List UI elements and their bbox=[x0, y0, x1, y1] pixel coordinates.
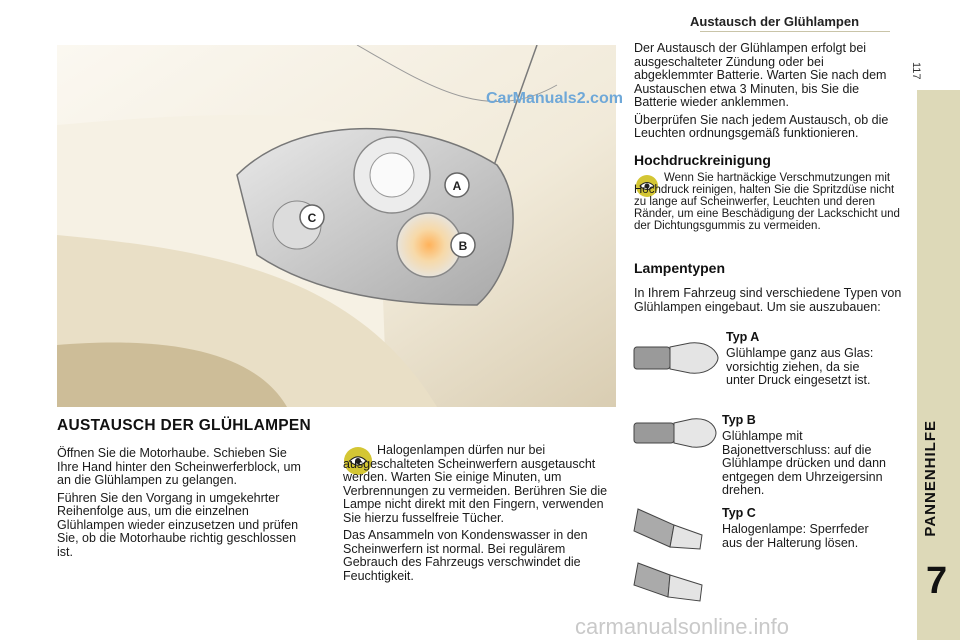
type-a-title: Typ A bbox=[726, 330, 760, 344]
label-a: A bbox=[453, 179, 462, 193]
lampentypen-heading: Lampentypen bbox=[634, 260, 726, 276]
main-right-col: Halogenlampen dürfen nur bei ausgeschalt… bbox=[343, 443, 609, 583]
main-left-col: Öffnen Sie die Motorhaube. Schieben Sie … bbox=[57, 446, 307, 559]
type-a-text: Glühlampe ganz aus Glas: vorsichtig zieh… bbox=[726, 346, 874, 387]
watermark-top: CarManuals2.com bbox=[486, 90, 623, 107]
intro-p1: Der Austausch der Glühlampen erfolgt bei… bbox=[634, 41, 887, 109]
chapter-sidebar bbox=[917, 90, 960, 640]
label-b: B bbox=[459, 239, 468, 253]
main-warn: Halogenlampen dürfen nur bei ausgeschalt… bbox=[343, 443, 608, 525]
main-p3: Das Ansammeln von Kondenswasser in den S… bbox=[343, 528, 588, 583]
eye-icon bbox=[636, 175, 658, 197]
type-b-title: Typ B bbox=[722, 413, 756, 427]
headlight-illustration: A B C bbox=[57, 45, 616, 407]
bulb-type-c-icon bbox=[633, 508, 703, 602]
intro-text: Der Austausch der Glühlampen erfolgt bei… bbox=[634, 41, 904, 141]
type-b-text: Glühlampe mit Bajonettverschluss: auf di… bbox=[722, 429, 887, 497]
hochdruck-heading: Hochdruckreinigung bbox=[634, 152, 771, 168]
label-c: C bbox=[308, 211, 317, 225]
warning-eye-icon bbox=[344, 447, 372, 475]
watermark-footer: carmanualsonline.info bbox=[575, 614, 790, 639]
intro-p2: Überprüfen Sie nach jedem Austausch, ob … bbox=[634, 112, 889, 140]
page-number: 117 bbox=[910, 62, 922, 80]
section-label: PANNENHILFE bbox=[922, 420, 939, 537]
page-header-title: Austausch der Glühlampen bbox=[690, 14, 860, 29]
type-c-text: Halogenlampe: Sperrfeder aus der Halteru… bbox=[722, 522, 869, 550]
main-heading: AUSTAUSCH DER GLÜHLAMPEN bbox=[57, 417, 312, 434]
header-rule bbox=[700, 31, 890, 32]
chapter-number: 7 bbox=[926, 560, 948, 602]
bulb-type-a-icon bbox=[633, 342, 719, 374]
bulb-type-b-icon bbox=[633, 418, 717, 448]
hochdruck-text: Wenn Sie hartnäckige Verschmutzungen mit… bbox=[634, 172, 900, 232]
main-p2: Führen Sie den Vorgang in umgekehrter Re… bbox=[57, 490, 299, 559]
main-p1: Öffnen Sie die Motorhaube. Schieben Sie … bbox=[57, 446, 301, 487]
type-c-title: Typ C bbox=[722, 506, 756, 520]
lampentypen-intro: In Ihrem Fahrzeug sind verschiedene Type… bbox=[634, 286, 902, 314]
